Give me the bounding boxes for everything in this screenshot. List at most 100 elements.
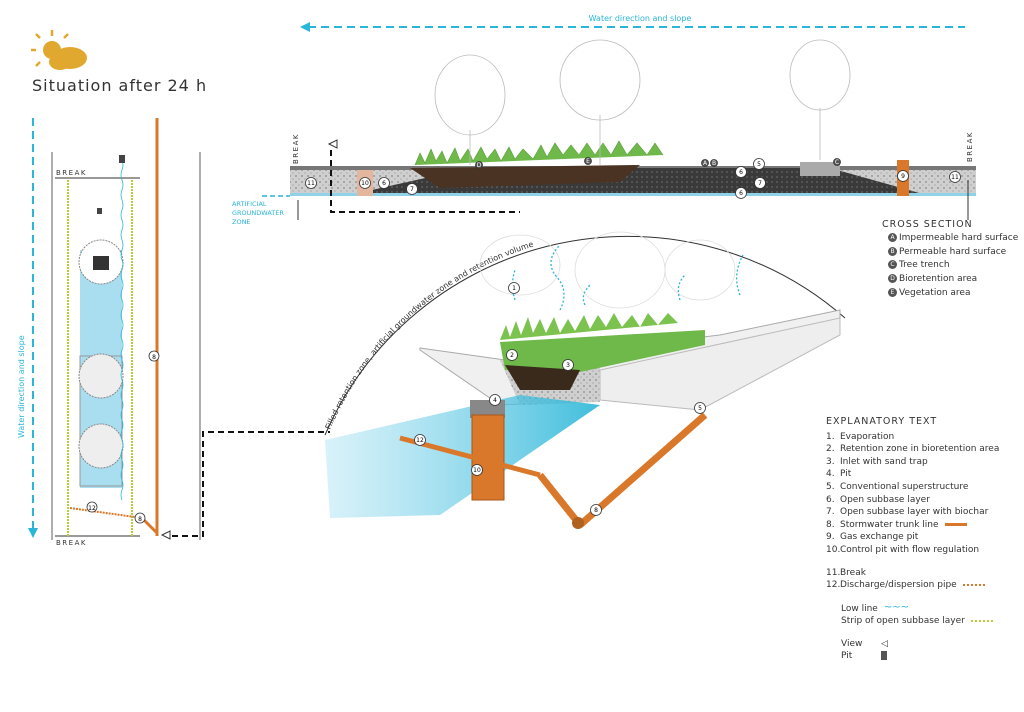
marker-circle [471,464,483,476]
item-label: Pit [840,469,852,480]
marker-label: 4 [493,397,497,404]
marker-label: 6 [382,180,386,187]
marker-circle [406,183,418,195]
marker-circle [694,402,706,414]
pit-icon [881,651,887,661]
trunk-line-swatch [944,522,967,526]
legend-item: 1.Evaporation [826,431,999,444]
item-number: 6. [826,494,835,505]
marker-label: 12 [416,437,424,444]
item-number: 8. [826,519,835,530]
item-label: Permeable hard surface [899,246,1007,257]
legend-item: 9. Gas exchange pit [826,531,999,544]
item-number: 7. [826,507,835,518]
legend-item: 3. Inlet with sand trap [826,456,999,469]
marker-circle [710,159,718,167]
break-label: BREAK [966,131,974,162]
break-label: BREAK [292,133,300,164]
groundwater-label: ARTIFICIAL [232,200,267,208]
marker-circle [584,157,592,165]
item-label: Evaporation [840,431,895,442]
marker-circle [506,349,518,361]
item-label: Inlet with sand trap [840,456,928,467]
marker-label: 5 [757,161,761,168]
legend-label: Pit [841,651,853,662]
cross-section-heading: CROSS SECTION [882,219,973,230]
marker-label: B [712,160,716,167]
item-number: 12. [826,580,841,591]
item-number: 3. [826,456,835,467]
marker-circle [949,171,961,183]
marker-circle [735,187,747,199]
legend-item: 10.Control pit with flow regulation [826,544,999,557]
break-label-bottom: BREAK [56,539,87,547]
item-number: 4. [826,469,835,480]
marker-label: C [835,159,839,166]
item-label: Open subbase layer with biochar [840,507,989,518]
legend-label: Strip of open subbase layer [841,616,965,627]
water-direction-label-vertical: Water direction and slope [17,335,26,438]
marker-circle [378,177,390,189]
marker-label: 9 [901,173,905,180]
item-label: Bioretention area [899,274,978,285]
item-number: 5. [826,481,835,492]
key-badge: A [888,232,897,242]
marker-label: 10 [473,467,481,474]
legend-item: 4. Pit [826,468,999,481]
marker-circle [754,177,766,189]
item-label: Gas exchange pit [840,532,919,543]
view-icon [327,139,338,149]
pit-icon [97,208,102,214]
item-number: 2. [826,444,835,455]
marker-8: 8 [138,516,142,523]
legend-label: Low line [841,603,878,614]
legend-item: 2. Retention zone in bioretention area [826,443,999,456]
low-line [120,159,124,501]
marker-circle [475,161,483,169]
view-icon: ◁ [881,638,888,649]
marker-label: 7 [410,186,414,193]
item-label: Control pit with flow regulation [840,544,980,555]
legend-pit: Pit [826,650,999,663]
marker-circle [562,359,574,371]
legend-low-line: Low line~~~ [826,602,999,615]
item-number: 9. [826,532,835,543]
marker-circle [735,166,747,178]
pit-icon [119,155,125,163]
break-label-top: BREAK [56,169,87,177]
item-label: Vegetation area [899,287,971,298]
marker-label: 8 [594,507,598,514]
marker-label: 10 [361,180,369,187]
marker-label: 6 [739,190,743,197]
item-label: Break [840,567,866,578]
marker-label: 3 [566,362,570,369]
item-label: Conventional superstructure [840,481,969,492]
marker-label: 11 [951,174,959,181]
legend-item: 8. Stormwater trunk line [826,519,999,532]
item-label: Stormwater trunk line [840,519,939,530]
marker-circle [753,158,765,170]
legend-item: 6.Open subbase layer [826,494,999,507]
item-number: 11. [826,567,841,578]
groundwater-label: GROUNDWATER [232,209,284,217]
marker-circle [590,504,602,516]
marker-8: 8 [152,354,156,361]
sun-cloud-icon [31,30,87,70]
item-label: Retention zone in bioretention area [840,444,1000,455]
item-number: 10. [826,544,841,555]
marker-12: 12 [88,505,96,512]
legend-label: View [841,638,863,649]
cross-section: BREAK BREAK ARTIFICIAL GROUNDWATER ZONE [232,39,976,226]
item-label: Discharge/dispersion pipe [840,580,957,591]
legend-item: 7. Open subbase layer with biochar [826,506,999,519]
legend-view: View ◁ [826,638,999,651]
marker-circle [508,282,520,294]
